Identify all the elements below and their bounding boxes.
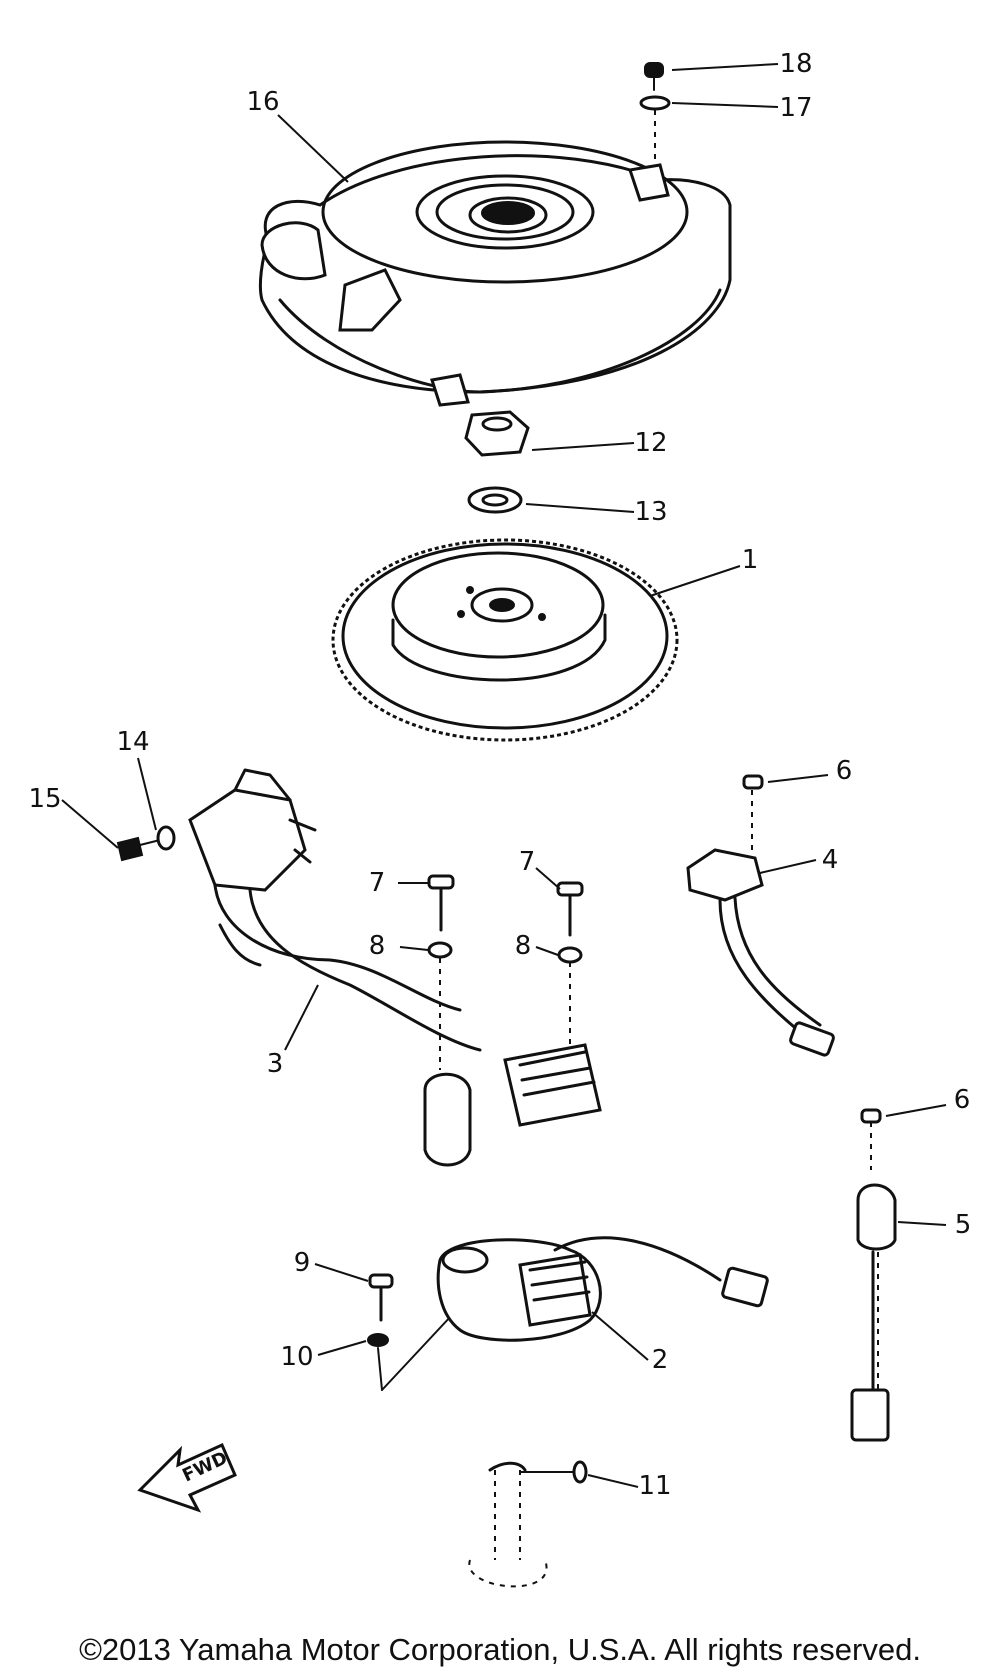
callout-leaders (61, 63, 947, 1488)
crankshaft-end (468, 1461, 548, 1588)
callout-13: 13 (634, 497, 668, 527)
callout-2: 2 (651, 1345, 669, 1375)
callout-8-left: 8 (368, 931, 386, 961)
flywheel-nut-part-12 (464, 410, 530, 457)
callout-10: 10 (280, 1342, 314, 1372)
callout-14: 14 (116, 727, 150, 757)
pulser-coil-part-5 (850, 1183, 897, 1442)
callout-1: 1 (741, 545, 759, 575)
pulser-screw-part-6-top (742, 774, 764, 850)
flywheel-washer-part-13 (467, 486, 523, 514)
cover-bolt-part-18 (644, 62, 664, 91)
flywheel-cover-part-16 (258, 140, 732, 407)
callout-6-bottom: 6 (953, 1085, 971, 1115)
callout-18: 18 (779, 49, 813, 79)
coil-screw-part-7-left (427, 874, 455, 932)
callout-9: 9 (293, 1248, 311, 1278)
callout-16: 16 (246, 87, 280, 117)
pulser-base-assembly-part-3 (188, 768, 602, 1167)
coil-washer-part-8-left (427, 941, 453, 1070)
callout-8-right: 8 (514, 931, 532, 961)
callout-15: 15 (28, 784, 62, 814)
flywheel-part-1 (331, 538, 679, 742)
callout-3: 3 (266, 1049, 284, 1079)
coil-washer-part-8-right (557, 946, 583, 1045)
coil-screw-part-7-right (556, 881, 584, 937)
exploded-parts-diagram: FWD (61, 62, 947, 1588)
pulser-coil-part-4 (686, 848, 835, 1057)
callout-12: 12 (634, 428, 668, 458)
callout-5: 5 (954, 1210, 972, 1240)
callout-4: 4 (821, 845, 839, 875)
base-plate-washer-part-14 (156, 825, 176, 851)
cover-washer-part-17 (639, 95, 671, 165)
base-plate-bolt-part-15 (116, 836, 161, 862)
charge-coil-part-2 (436, 1236, 769, 1342)
woodruff-key-part-11 (572, 1460, 588, 1484)
callout-7-left: 7 (368, 868, 386, 898)
callout-7-right: 7 (518, 847, 536, 877)
callout-6-top: 6 (835, 756, 853, 786)
forward-direction-arrow: FWD (137, 1443, 237, 1513)
copyright-notice: ©2013 Yamaha Motor Corporation, U.S.A. A… (79, 1632, 921, 1667)
charge-coil-screw-part-9 (368, 1273, 394, 1322)
callout-17: 17 (779, 93, 813, 123)
callout-11: 11 (638, 1471, 672, 1501)
pulser-screw-part-6-bottom (860, 1108, 882, 1170)
